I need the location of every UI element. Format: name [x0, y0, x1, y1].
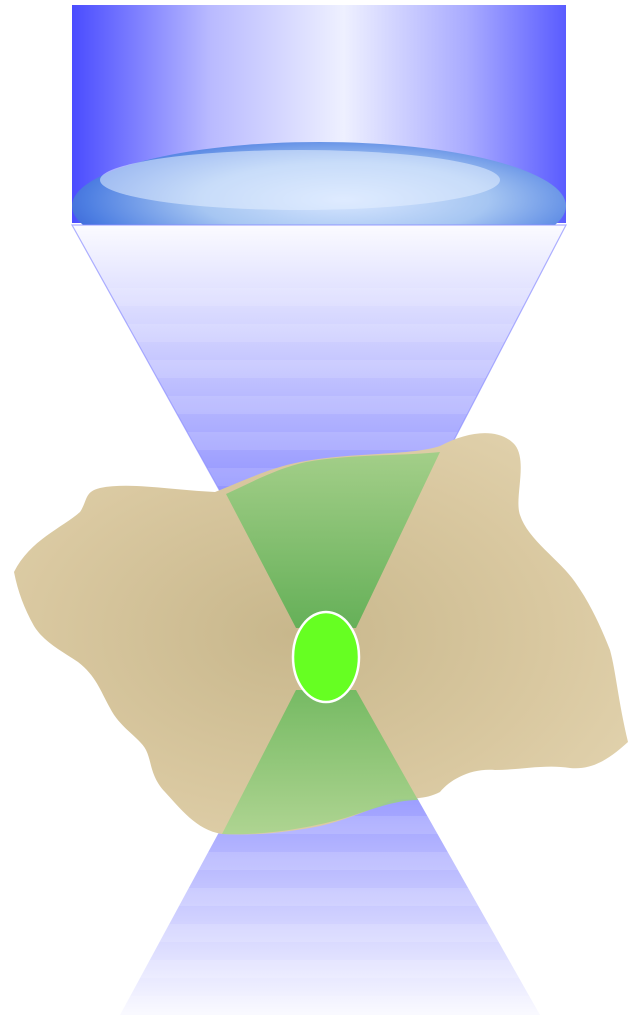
beam-band	[60, 360, 580, 378]
beam-band	[100, 960, 560, 978]
beam-band	[100, 924, 560, 942]
beam-band	[60, 324, 580, 342]
beam-band	[60, 288, 580, 306]
focal-volume	[293, 612, 359, 702]
beam-band	[100, 996, 560, 1014]
beam-band	[100, 852, 560, 870]
beam-band	[60, 396, 580, 414]
lens-highlight	[100, 150, 500, 210]
beam-band	[100, 888, 560, 906]
